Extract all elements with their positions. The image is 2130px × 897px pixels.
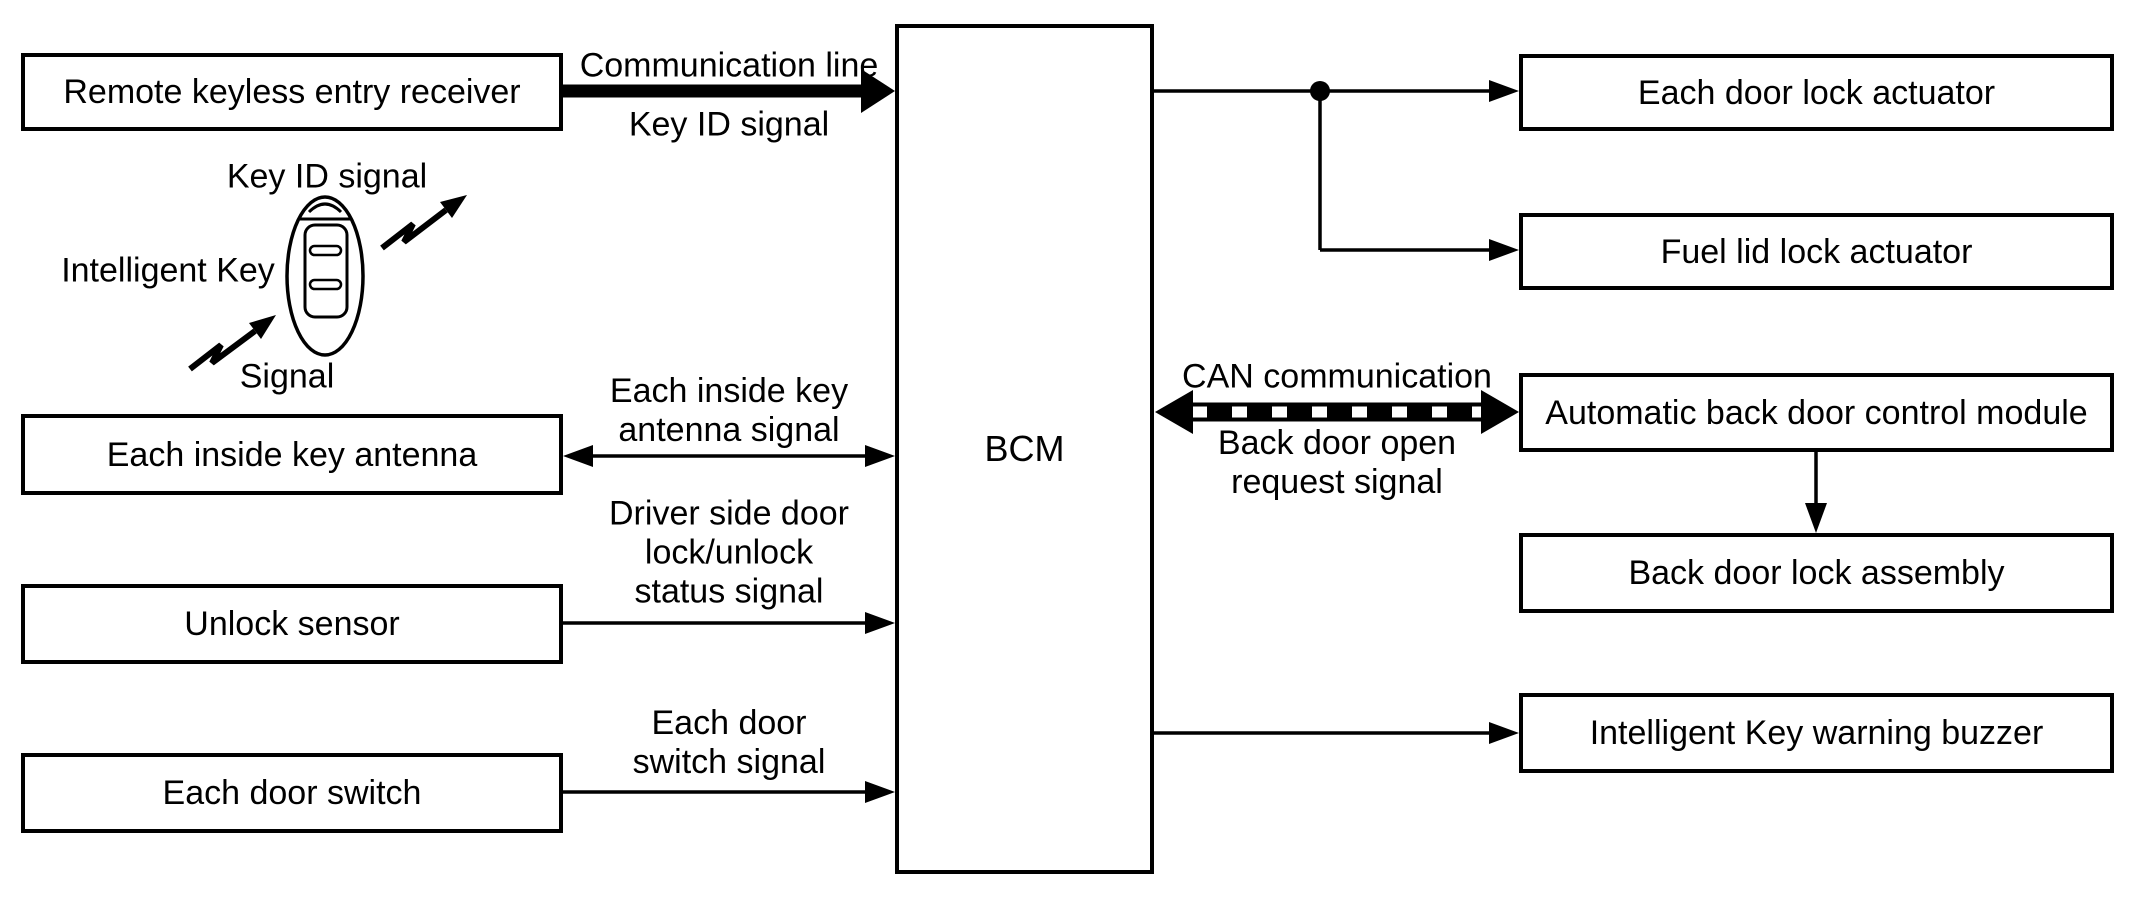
label-communication-line: Communication line [579, 46, 879, 85]
box-fuel-lid-lock-actuator: Fuel lid lock actuator [1519, 213, 2114, 290]
arrowhead-antenna-left [563, 445, 593, 467]
arrowhead-fuel-lid [1489, 239, 1519, 261]
label-each-door-switch-signal: Each door switch signal [632, 704, 826, 781]
box-unlock-sensor: Unlock sensor [21, 584, 563, 664]
label-can-communication: CAN communication [1182, 357, 1492, 396]
arrowhead-can-right [1481, 390, 1519, 434]
box-each-door-lock-actuator: Each door lock actuator [1519, 54, 2114, 131]
box-each-inside-key-antenna: Each inside key antenna [21, 414, 563, 495]
label-key-id-signal-line: Key ID signal [628, 105, 830, 144]
box-back-door-lock-assembly: Back door lock assembly [1519, 533, 2114, 613]
arrowhead-antenna-right [865, 445, 895, 467]
radio-wave-top-arrowhead [440, 195, 467, 218]
radio-wave-bottom [188, 328, 257, 372]
junction-dot [1310, 81, 1330, 101]
box-each-door-switch: Each door switch [21, 753, 563, 833]
arrowhead-door-switch [865, 781, 895, 803]
arrowhead-can-left [1155, 390, 1193, 434]
arrowhead-buzzer [1489, 722, 1519, 744]
box-remote-keyless-entry-receiver: Remote keyless entry receiver [21, 53, 563, 131]
label-inside-key-antenna-signal: Each inside key antenna signal [609, 372, 849, 449]
arrowhead-lock-assembly [1805, 503, 1827, 533]
label-driver-side-door-status-signal: Driver side door lock/unlock status sign… [609, 494, 849, 611]
key-fob-body [285, 195, 365, 357]
radio-wave-bottom-arrowhead [249, 315, 276, 339]
label-signal: Signal [239, 357, 335, 396]
key-fob-illustration [188, 195, 467, 372]
arrowhead-comm-line [861, 69, 895, 113]
key-fob-speaker-arc [307, 202, 343, 214]
radio-wave-top [380, 207, 448, 251]
key-fob-button-panel [303, 223, 349, 319]
key-fob-button-2 [308, 278, 343, 291]
arrowheads [563, 69, 1827, 803]
box-automatic-back-door-control-module: Automatic back door control module [1519, 373, 2114, 452]
label-key-id-signal-fob: Key ID signal [226, 157, 428, 196]
arrowhead-unlock [865, 612, 895, 634]
label-intelligent-key: Intelligent Key [61, 251, 275, 290]
arrowhead-door-lock [1489, 80, 1519, 102]
label-back-door-open-request-signal: Back door open request signal [1217, 424, 1457, 501]
box-bcm: BCM [895, 24, 1154, 874]
key-fob-button-1 [308, 244, 343, 257]
box-intelligent-key-warning-buzzer: Intelligent Key warning buzzer [1519, 693, 2114, 773]
